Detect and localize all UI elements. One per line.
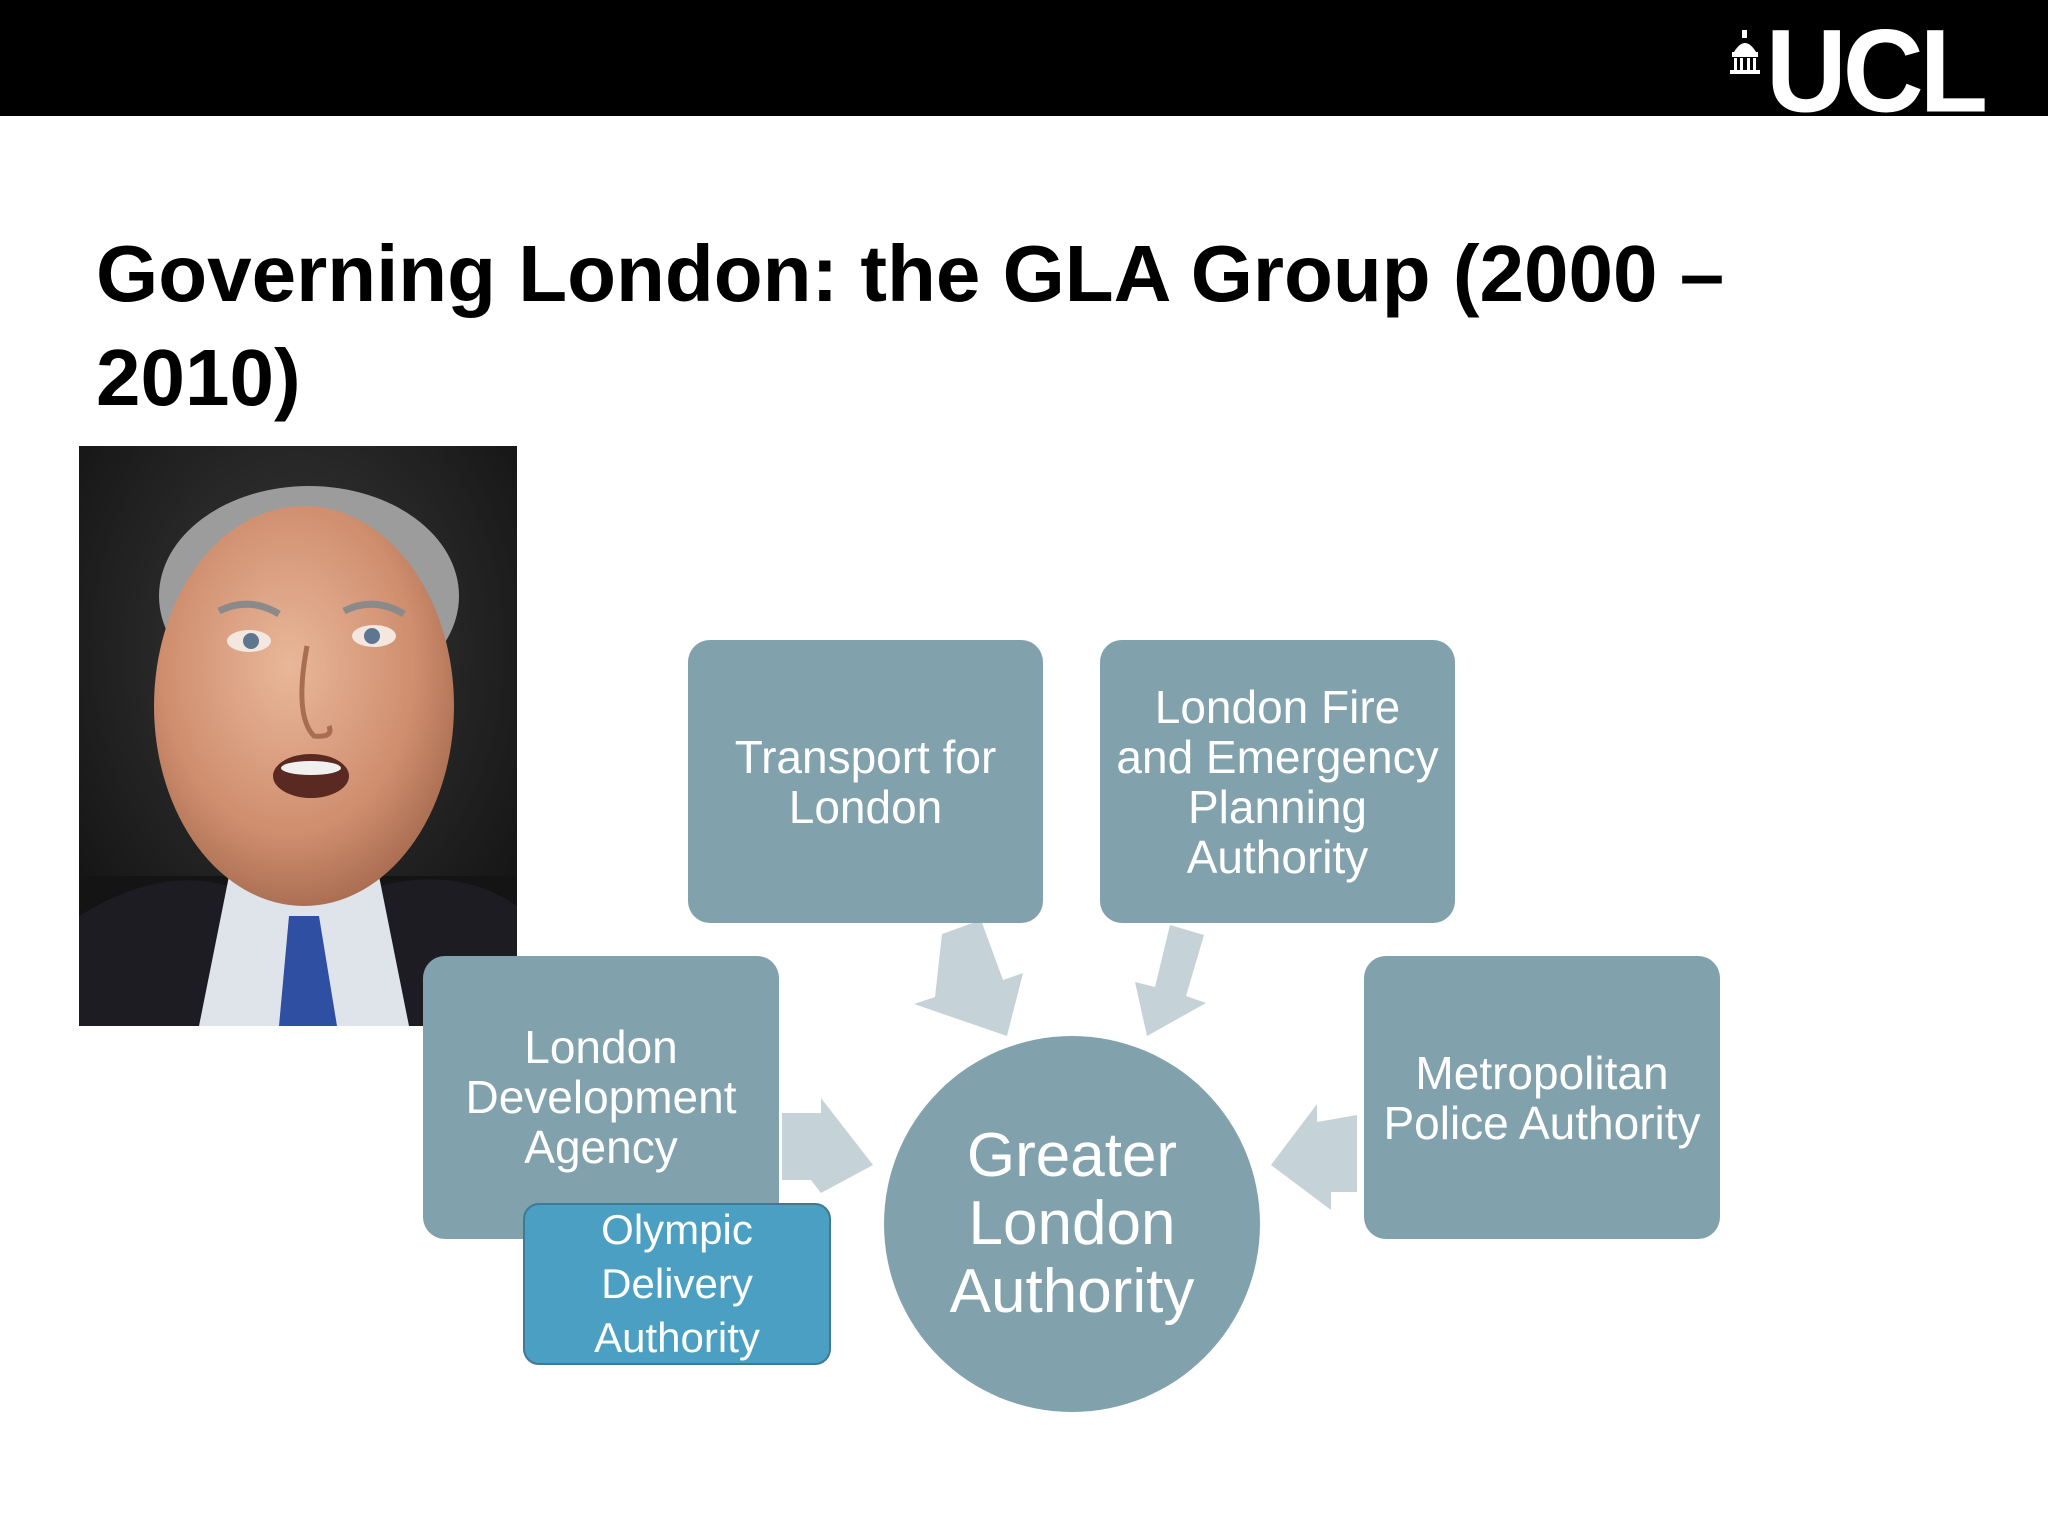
arrow-mpa [1271, 1104, 1357, 1210]
node-london-development-agency: London Development Agency [423, 956, 779, 1239]
ucl-logo: UCL [1729, 12, 1988, 130]
node-metropolitan-police-authority: Metropolitan Police Authority [1364, 956, 1720, 1239]
arrow-lfepa [1135, 925, 1206, 1036]
node-olympic-delivery-authority: Olympic Delivery Authority [523, 1203, 831, 1365]
node-label: Transport for London [734, 730, 997, 833]
portico-dome-icon [1729, 30, 1760, 74]
node-greater-london-authority: Greater London Authority [884, 1036, 1260, 1412]
slide-title: Governing London: the GLA Group (2000 – … [96, 229, 1725, 422]
node-transport-for-london: Transport for London [688, 640, 1043, 923]
arrow-tfl [914, 920, 1023, 1036]
node-label: Metropolitan Police Authority [1383, 1046, 1701, 1149]
node-label: Olympic Delivery Authority [594, 1206, 760, 1361]
node-label: London Development Agency [465, 1021, 737, 1173]
top-bar: UCL [0, 0, 2048, 130]
node-london-fire-emergency-planning: London Fire and Emergency Planning Autho… [1100, 640, 1455, 923]
speaker-photo [79, 446, 517, 1026]
center-label: Greater London Authority [949, 1121, 1195, 1326]
ucl-logo-text: UCL [1765, 5, 1988, 137]
node-label: London Fire and Emergency Planning Autho… [1116, 680, 1439, 883]
speaker-portrait [79, 446, 517, 1026]
arrow-lda [782, 1098, 873, 1193]
